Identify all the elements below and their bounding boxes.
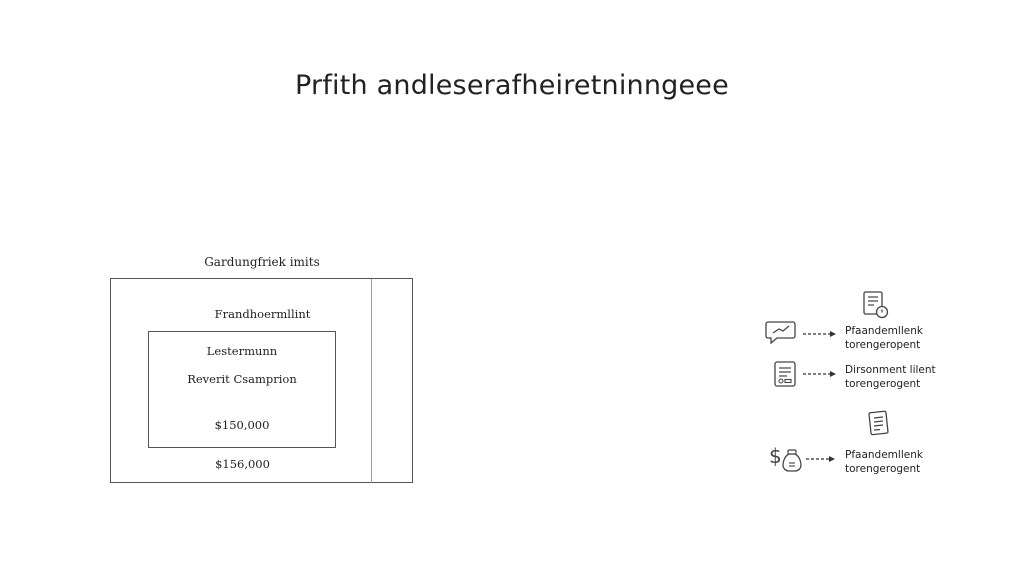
flow-row-1-line1: Pfaandemllenk [845, 325, 923, 337]
inner-box-line1: Lestermunn [206, 344, 278, 358]
diagram-title: Prfith andleserafheiretninngeee [295, 70, 729, 101]
inner-box-amount: $150,000 [214, 418, 270, 432]
flow-row-1: Pfaandemllenk torengeropent [765, 316, 935, 356]
svg-text:$: $ [769, 444, 782, 468]
inner-box: Lestermunn Reverit Csamprion $150,000 [148, 331, 336, 448]
form-document-icon [774, 361, 796, 387]
outer-box-caption: Gardungfriek imits [204, 255, 320, 269]
inner-box-line2: Reverit Csamprion [187, 372, 297, 386]
dashed-arrow-icon [806, 456, 835, 462]
flow-row-3-line2: torengerogent [845, 463, 921, 475]
document-badge-icon [863, 291, 889, 319]
dashed-arrow-icon [803, 331, 836, 337]
flow-row-3: $ Pfaandemllenk torengerogent [765, 442, 935, 478]
dashed-arrow-icon [803, 371, 836, 377]
outer-box-label: Frandhoermllint [214, 307, 311, 321]
flow-row-1-line2: torengeropent [845, 339, 921, 351]
flow-row-2-line2: torengerogent [845, 378, 921, 390]
vertical-divider [371, 279, 372, 483]
outer-box-amount: $156,000 [215, 457, 270, 471]
chat-bubble-icon [765, 321, 796, 345]
flow-row-3-line1: Pfaandemllenk [845, 449, 923, 461]
flow-row-2-line1: Dirsonment lilent [845, 364, 936, 376]
outer-box: Frandhoermllint Lestermunn Reverit Csamp… [110, 278, 413, 483]
dollar-bag-icon: $ [769, 444, 802, 472]
document-list-icon [868, 410, 889, 436]
flow-row-2: Dirsonment lilent torengerogent [765, 358, 936, 394]
